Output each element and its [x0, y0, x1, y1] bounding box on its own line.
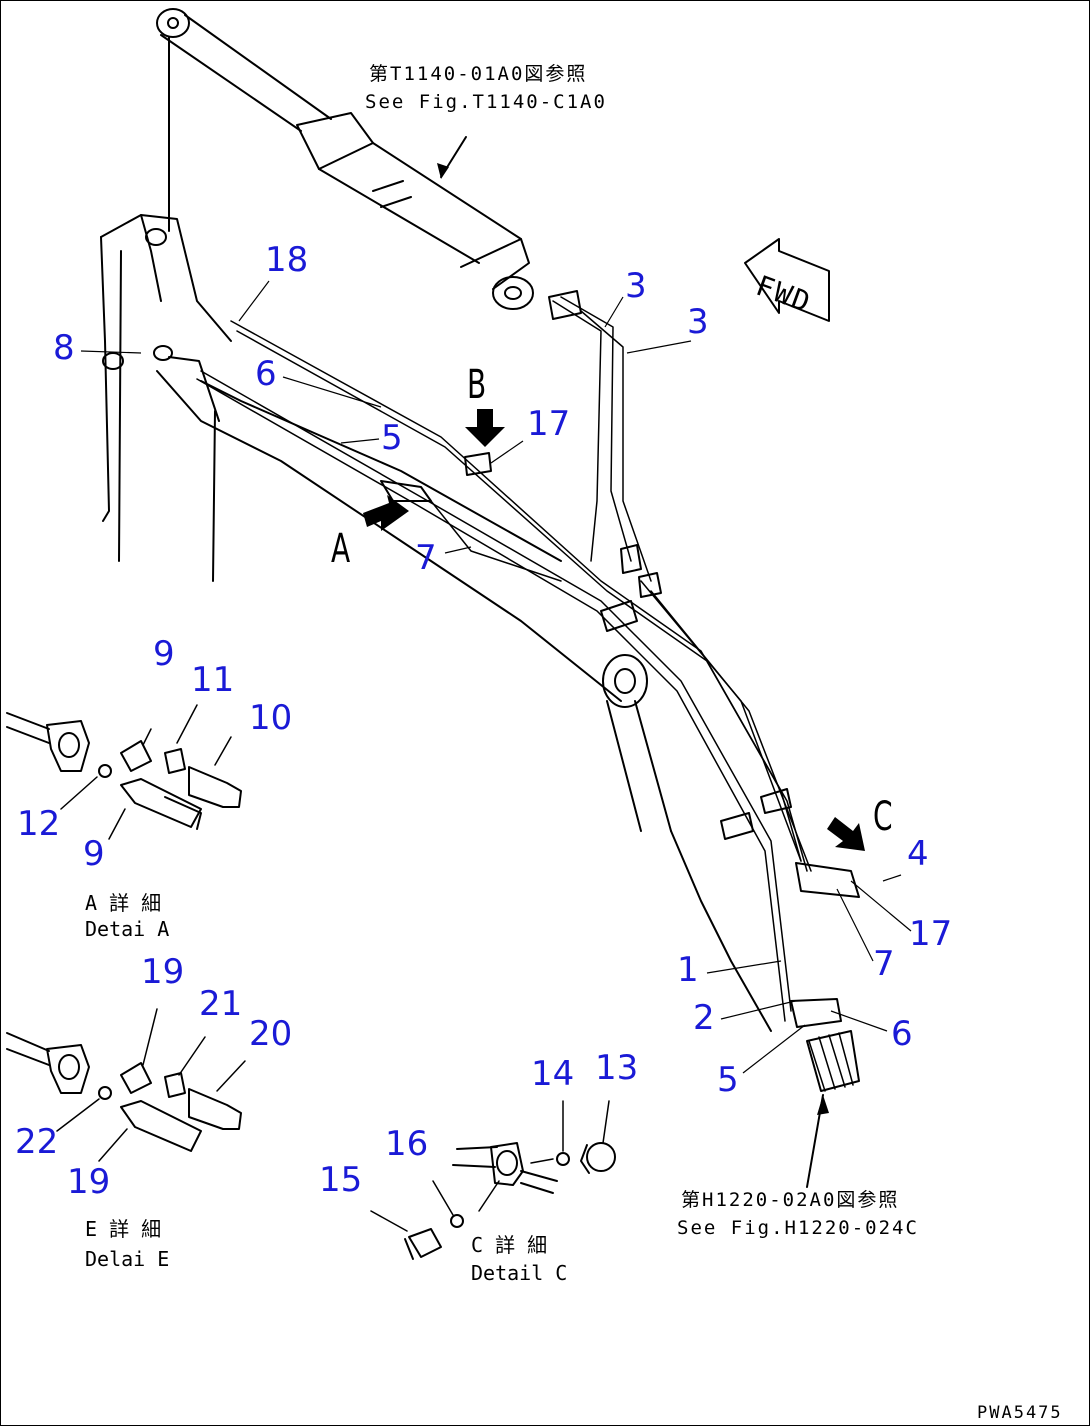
- view-letter-c: C: [873, 794, 893, 840]
- callout-18: 18: [265, 240, 309, 280]
- detail-a-caption-en: Detai A: [85, 917, 170, 941]
- drawing-code: PWA5475: [977, 1403, 1063, 1423]
- callout-7-boom: 7: [415, 538, 437, 578]
- view-arrow-a: [363, 495, 409, 531]
- fwd-arrow: [744, 238, 830, 322]
- arm-cylinder: [156, 8, 534, 310]
- callout-7-tip: 7: [873, 944, 895, 984]
- view-letter-a: A: [331, 526, 351, 572]
- callout-14: 14: [531, 1054, 575, 1094]
- reference-top-en: See Fig.T1140-C1A0: [365, 91, 607, 113]
- detail-c-caption-jp: C 詳 細: [471, 1233, 548, 1257]
- callout-8: 8: [53, 328, 75, 368]
- callout-22: 22: [15, 1122, 59, 1162]
- callout-6-boom: 6: [255, 354, 277, 394]
- detail-a-parts: [6, 704, 242, 840]
- callout-16: 16: [385, 1124, 429, 1164]
- callout-2: 2: [693, 998, 715, 1038]
- callout-10: 10: [249, 698, 293, 738]
- detail-c-caption-en: Detail C: [471, 1261, 568, 1285]
- callout-19-lower: 19: [67, 1162, 111, 1202]
- callout-17-tip: 17: [909, 914, 953, 954]
- callout-12: 12: [17, 804, 61, 844]
- reference-bottom-jp: 第H1220-02A0図参照: [681, 1189, 900, 1211]
- callout-13: 13: [595, 1048, 639, 1088]
- callout-9-detail-a-upper: 9: [153, 634, 175, 674]
- callout-1: 1: [677, 950, 699, 990]
- callout-11: 11: [191, 660, 235, 700]
- callout-9-detail-a-lower: 9: [83, 834, 105, 874]
- boom-structure: [100, 214, 622, 702]
- callout-20: 20: [249, 1014, 293, 1054]
- detail-e-caption-jp: E 詳 細: [85, 1217, 162, 1241]
- view-arrow-c: [827, 817, 865, 851]
- reference-bottom-en: See Fig.H1220-024C: [677, 1217, 919, 1239]
- view-letter-b: B: [467, 362, 487, 408]
- callout-19-upper: 19: [141, 952, 185, 992]
- detail-e-caption-en: Delai E: [85, 1247, 170, 1271]
- callout-21: 21: [199, 984, 243, 1024]
- hose-bundle: [196, 290, 860, 1092]
- boom-cylinder: [602, 654, 772, 1032]
- leader-lines: [80, 280, 912, 1074]
- detail-e-parts: [6, 1008, 246, 1162]
- callout-15: 15: [319, 1160, 363, 1200]
- view-arrow-b: [465, 409, 505, 447]
- callout-17-boom: 17: [527, 404, 571, 444]
- detail-a-caption-jp: A 詳 細: [85, 891, 162, 915]
- callout-6-tip: 6: [891, 1014, 913, 1054]
- hose-end-connectors: [808, 1032, 854, 1092]
- callout-3-upper: 3: [625, 266, 647, 306]
- detail-c-parts: [370, 1100, 616, 1260]
- callout-5-boom: 5: [381, 418, 403, 458]
- reference-top-jp: 第T1140-01A0図参照: [369, 63, 588, 85]
- callout-4: 4: [907, 834, 929, 874]
- callout-3-lower: 3: [687, 302, 709, 342]
- callout-5-tip: 5: [717, 1060, 739, 1100]
